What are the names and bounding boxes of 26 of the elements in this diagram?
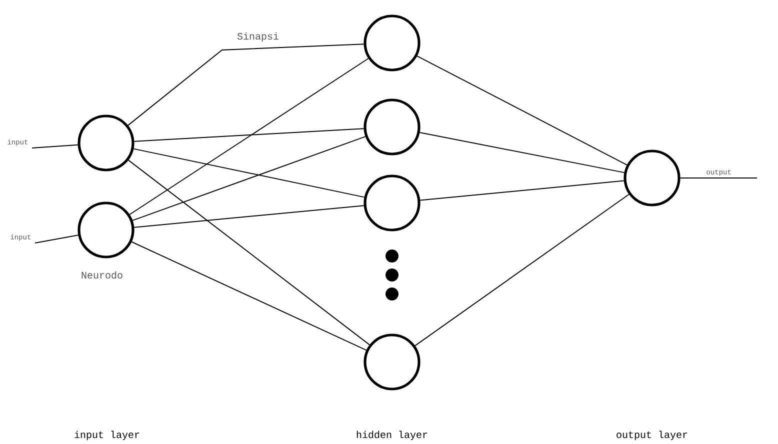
node-caption: Neurodo <box>82 271 122 279</box>
connection-line <box>419 132 625 174</box>
connection-line <box>414 194 630 346</box>
neuron-circle <box>364 174 420 232</box>
connection-line <box>131 241 367 351</box>
input-line <box>32 144 78 148</box>
layer-label: hidden layer <box>356 430 428 440</box>
connection-line <box>128 160 370 346</box>
connection-line <box>416 56 628 166</box>
connection-line <box>134 128 364 142</box>
neuron-circle <box>364 98 420 156</box>
connection-line <box>134 205 364 228</box>
neuron-circle <box>364 334 420 390</box>
neuron-circle <box>364 14 420 72</box>
edge-label: Sinapsi <box>237 32 278 42</box>
neuron-circle <box>624 150 680 206</box>
layer-label: output layer <box>616 430 688 440</box>
connection-line <box>132 136 366 221</box>
input-line <box>34 234 79 244</box>
connection-line <box>133 148 365 198</box>
neuron-circle <box>78 202 134 258</box>
connection-line <box>128 44 364 126</box>
connection-line <box>129 58 369 216</box>
neuron-circle <box>78 114 134 172</box>
layer-label: input layer <box>74 430 140 440</box>
connection-line <box>420 180 624 201</box>
